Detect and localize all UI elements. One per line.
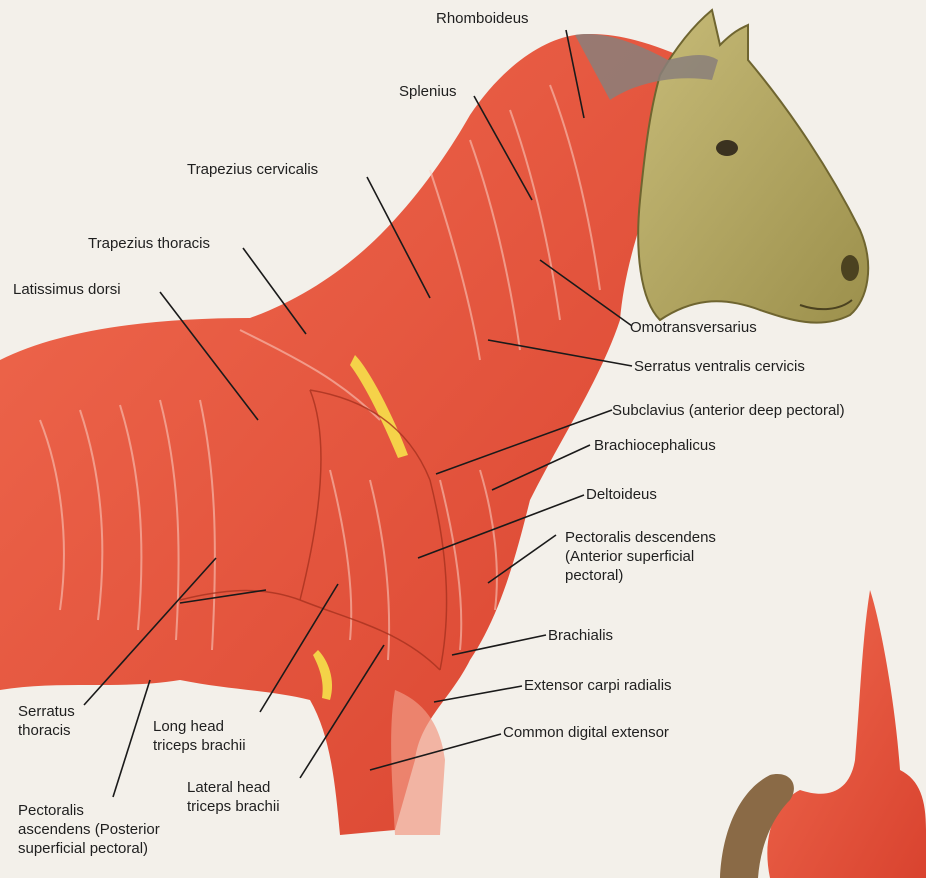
label-trapezius-cervicalis: Trapezius cervicalis xyxy=(187,160,318,179)
label-deltoideus: Deltoideus xyxy=(586,485,657,504)
second-view-leg xyxy=(767,590,926,878)
label-rhomboideus: Rhomboideus xyxy=(436,9,529,28)
label-subclavius: Subclavius (anterior deep pectoral) xyxy=(612,401,845,420)
label-common-digital-extensor: Common digital extensor xyxy=(503,723,669,742)
body-muscle-mass xyxy=(0,34,700,835)
horse-nostril xyxy=(841,255,859,281)
label-long-head-triceps: Long head triceps brachii xyxy=(153,717,246,755)
label-serratus-ventralis-cervicis: Serratus ventralis cervicis xyxy=(634,357,805,376)
label-splenius: Splenius xyxy=(399,82,457,101)
label-latissimus-dorsi: Latissimus dorsi xyxy=(13,280,121,299)
horse-eye xyxy=(716,140,738,156)
label-lateral-head-triceps: Lateral head triceps brachii xyxy=(187,778,280,816)
label-pectoralis-ascendens: Pectoralis ascendens (Posterior superfic… xyxy=(18,801,160,858)
label-brachialis: Brachialis xyxy=(548,626,613,645)
label-trapezius-thoracis: Trapezius thoracis xyxy=(88,234,210,253)
horse-head xyxy=(638,10,868,323)
label-omotransversarius: Omotransversarius xyxy=(630,318,757,337)
label-pectoralis-descendens: Pectoralis descendens (Anterior superfic… xyxy=(565,528,716,585)
label-serratus-thoracis: Serratus thoracis xyxy=(18,702,75,740)
label-brachiocephalicus: Brachiocephalicus xyxy=(594,436,716,455)
label-extensor-carpi-radialis: Extensor carpi radialis xyxy=(524,676,672,695)
